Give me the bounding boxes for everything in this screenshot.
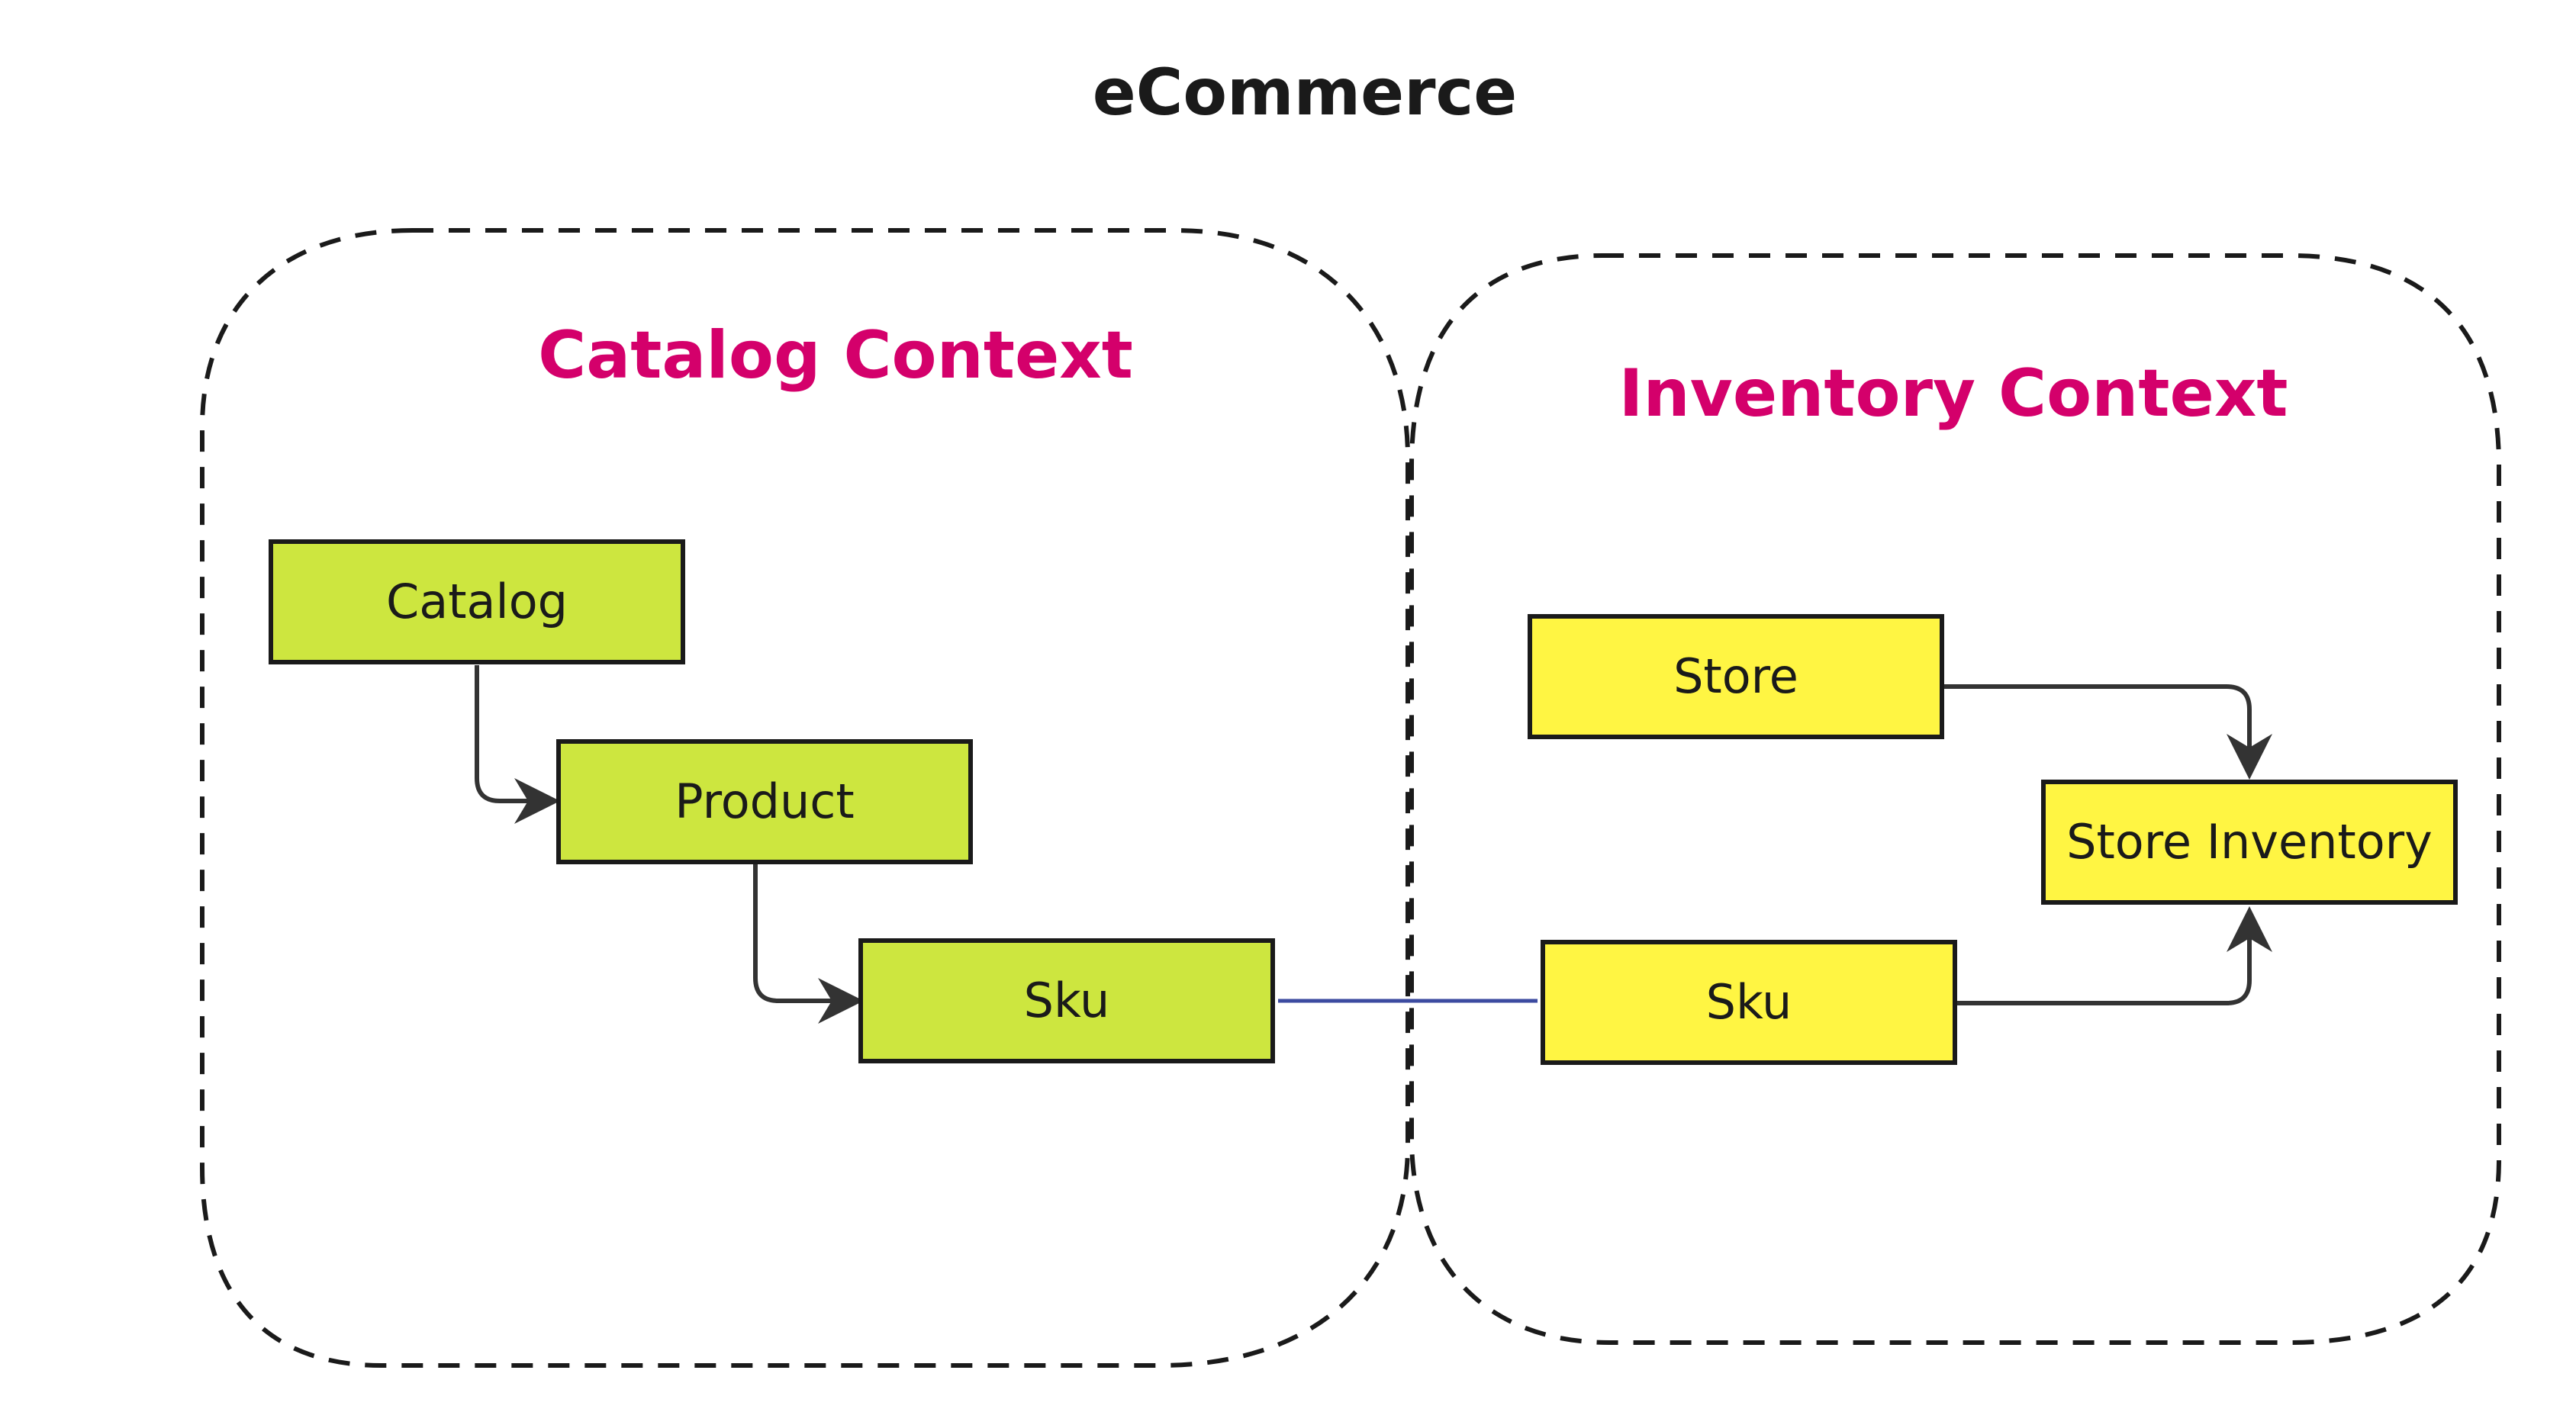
node-store-box — [1528, 614, 1944, 739]
node-product[interactable]: Product — [556, 739, 973, 864]
node-product-label: Product — [675, 774, 854, 829]
node-catalog-box — [269, 539, 685, 664]
edge-catalog-to-product — [475, 665, 560, 824]
catalog-context-title: Catalog Context — [538, 317, 1133, 394]
node-store-inventory[interactable]: Store Inventory — [2041, 780, 2458, 905]
inventory-context: Inventory Context — [1409, 253, 2501, 1345]
edge-store-to-store-inventory — [1942, 684, 2272, 780]
node-inventory-sku-box — [1541, 940, 1957, 1065]
edge-sku-to-store-inventory — [1955, 906, 2272, 1005]
node-store-label: Store — [1673, 648, 1798, 704]
node-inventory-sku[interactable]: Sku — [1541, 940, 1957, 1065]
node-product-box — [556, 739, 973, 864]
diagram-title: eCommerce — [1093, 55, 1518, 130]
node-store[interactable]: Store — [1528, 614, 1944, 739]
node-catalog-label: Catalog — [386, 574, 568, 629]
node-store-inventory-box — [2041, 780, 2458, 905]
edge-product-to-sku — [753, 862, 864, 1024]
catalog-context: Catalog Context — [200, 228, 1410, 1368]
catalog-context-boundary — [200, 228, 1410, 1368]
node-catalog-sku-label: Sku — [1024, 973, 1110, 1028]
inventory-context-title: Inventory Context — [1619, 355, 2288, 432]
node-catalog-sku[interactable]: Sku — [858, 938, 1275, 1063]
node-catalog-sku-box — [858, 938, 1275, 1063]
node-catalog[interactable]: Catalog — [269, 539, 685, 664]
node-store-inventory-label: Store Inventory — [2066, 814, 2433, 870]
node-inventory-sku-label: Sku — [1706, 974, 1792, 1030]
inventory-context-boundary — [1409, 253, 2501, 1345]
